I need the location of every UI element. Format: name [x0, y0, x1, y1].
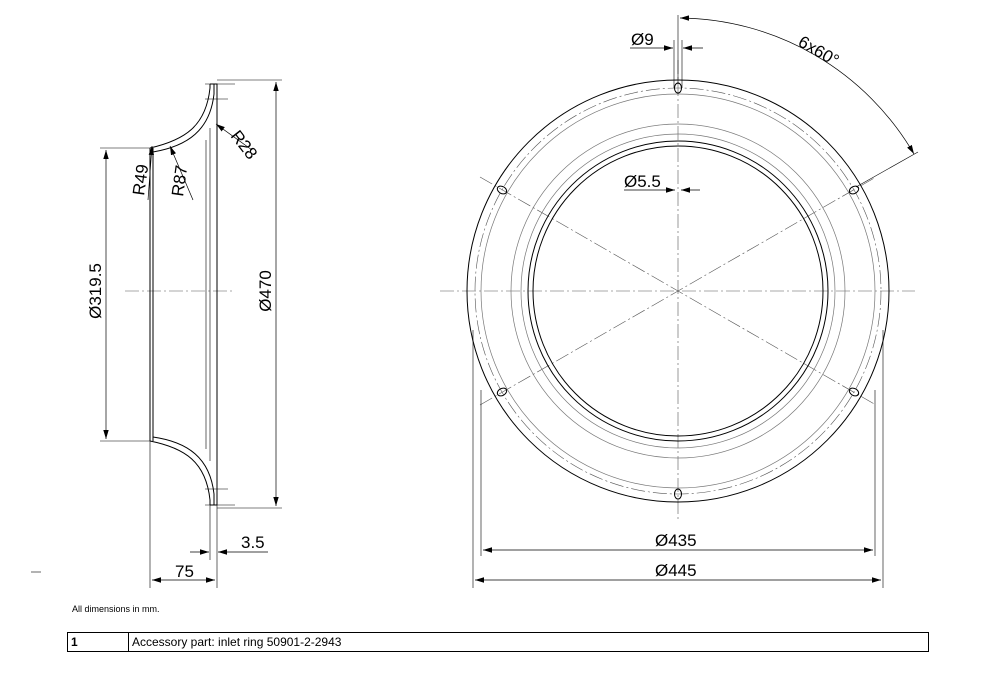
hole-diameter-5-5-label: Ø5.5 — [624, 172, 661, 191]
part-description: Accessory part: inlet ring 50901-2-2943 — [132, 635, 342, 649]
units-note: All dimensions in mm. — [72, 604, 160, 614]
width-75-label: 75 — [175, 562, 194, 581]
diameter-470-label: Ø470 — [256, 270, 275, 312]
radius-28-label: R28 — [227, 127, 261, 163]
side-view: Ø319.5 Ø470 R49 R87 R28 3.5 75 — [86, 79, 282, 588]
part-position: 1 — [68, 633, 129, 651]
diameter-319-label: Ø319.5 — [86, 263, 105, 319]
diameter-445-label: Ø445 — [655, 561, 697, 580]
hole-diameter-9-label: Ø9 — [631, 30, 654, 49]
radius-87-label: R87 — [168, 164, 191, 198]
thickness-label: 3.5 — [241, 533, 265, 552]
angle-label: 6x60° — [795, 32, 842, 70]
radius-49-label: R49 — [129, 163, 152, 197]
diameter-435-label: Ø435 — [655, 531, 697, 550]
front-view: Ø9 6x60° Ø5.5 Ø435 Ø445 — [440, 15, 919, 588]
parts-table: 1 Accessory part: inlet ring 50901-2-294… — [67, 632, 929, 652]
